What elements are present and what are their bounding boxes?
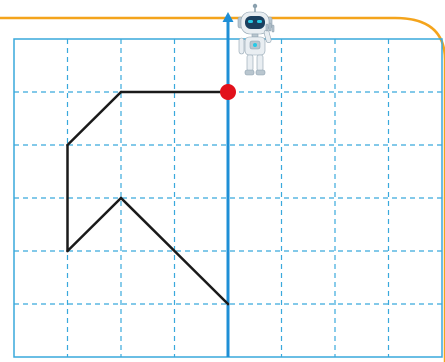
path-vertex bbox=[66, 250, 69, 253]
path-vertex bbox=[66, 144, 69, 147]
robot-waving-icon bbox=[238, 4, 274, 75]
red-dot-icon bbox=[220, 84, 236, 100]
path-vertex bbox=[120, 197, 123, 200]
path-vertex bbox=[120, 91, 123, 94]
path-vertex bbox=[227, 303, 230, 306]
